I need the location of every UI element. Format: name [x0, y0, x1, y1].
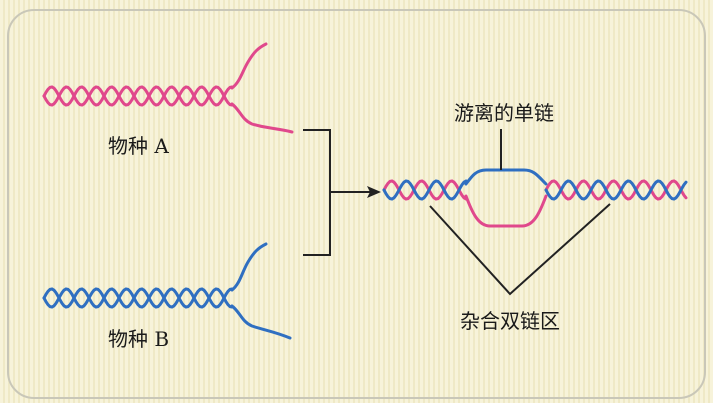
species-b-dna — [42, 242, 292, 340]
hybrid-dna — [382, 168, 688, 228]
diagram-frame — [7, 9, 706, 399]
hybrid-left-strand-b — [382, 179, 468, 201]
species-b-unwound-end-upper — [230, 242, 268, 292]
species-a-unwound-end-lower — [230, 102, 294, 134]
merge-arrow-icon — [367, 186, 381, 198]
species-a-label: 物种 A — [108, 134, 169, 158]
merge-bracket — [303, 129, 372, 256]
hybrid-right-strand-b — [544, 179, 688, 201]
species-a-strand-1 — [42, 85, 234, 107]
species-b-strand-2 — [42, 287, 234, 309]
species-a-unwound-end-upper — [230, 42, 268, 90]
hybrid-double-strand-region-label: 杂合双链区 — [460, 309, 560, 333]
hybrid-loop-single-strand-b — [464, 168, 548, 186]
species-a-dna — [42, 42, 294, 134]
hybrid-region-pointer — [429, 203, 611, 296]
species-b-unwound-end-lower — [230, 304, 292, 340]
hybrid-loop-single-strand-a — [464, 194, 548, 228]
species-a-strand-2 — [42, 85, 234, 107]
hybrid-left-strand-a — [382, 179, 468, 201]
hybrid-right-strand-a — [544, 179, 688, 201]
species-b-label: 物种 B — [108, 327, 169, 351]
species-b-strand-1 — [42, 287, 234, 309]
free-single-strand-label: 游离的单链 — [454, 101, 554, 125]
